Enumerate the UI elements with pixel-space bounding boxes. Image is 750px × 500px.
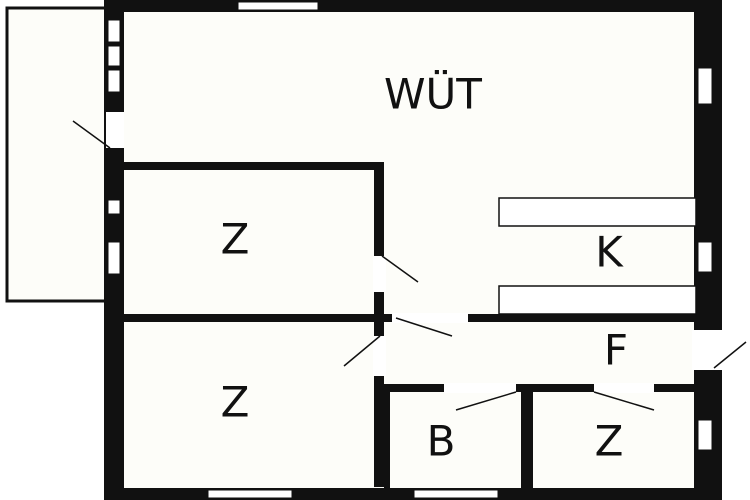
wall-vertical-upper: [374, 162, 384, 487]
outer-wall-bottom: [104, 488, 722, 500]
room-label-living: WÜT: [384, 69, 482, 119]
room-label-kitchen: K: [595, 228, 624, 277]
counter-lower: [498, 285, 697, 315]
room-labels: WÜT K F Z Z B Z: [221, 69, 628, 466]
wall-bath-right: [521, 384, 533, 488]
openings: [106, 1, 724, 499]
wall-hall-bottom: [384, 384, 696, 392]
kitchen-counters: [498, 197, 697, 315]
floor-area: [112, 6, 702, 490]
window-right-2: [697, 241, 713, 273]
door-swing-zimmer-3: [593, 391, 655, 411]
door-gap-zimmer-1: [373, 256, 386, 292]
room-label-bath: B: [427, 417, 456, 466]
door-swing-bath: [455, 391, 517, 411]
window-left-5: [107, 241, 121, 275]
window-left-2: [107, 45, 121, 67]
door-gap-zimmer-2: [373, 336, 386, 376]
door-swing-entrance: [713, 341, 747, 369]
room-label-room-small: Z: [595, 417, 624, 466]
balcony: [5, 6, 108, 303]
window-bottom-2: [413, 489, 499, 499]
room-label-room-top-left: Z: [221, 215, 250, 264]
counter-upper: [498, 197, 697, 227]
wall-zimmer-top: [118, 162, 384, 170]
door-gap-zimmer-3: [594, 383, 654, 393]
door-swing-zimmer-1: [381, 255, 419, 283]
outer-wall-top: [104, 0, 722, 12]
door-gap-bath: [444, 383, 516, 393]
window-left-4: [107, 199, 121, 215]
window-top: [237, 1, 319, 11]
door-swing-balcony: [72, 120, 111, 149]
window-left-1: [107, 19, 121, 43]
room-label-hall: F: [604, 326, 628, 375]
door-gap-balcony: [106, 112, 124, 148]
window-bottom-1: [207, 489, 293, 499]
door-swing-hall-top: [395, 317, 453, 337]
window-right-3: [697, 419, 713, 451]
door-gap-hall-top: [392, 313, 468, 323]
room-label-room-bottom-left: Z: [221, 378, 250, 427]
window-left-3: [107, 69, 121, 93]
door-swing-zimmer-2: [343, 335, 381, 367]
wall-bath-left: [384, 384, 390, 488]
door-swings: [72, 120, 747, 411]
window-right-1: [697, 67, 713, 105]
